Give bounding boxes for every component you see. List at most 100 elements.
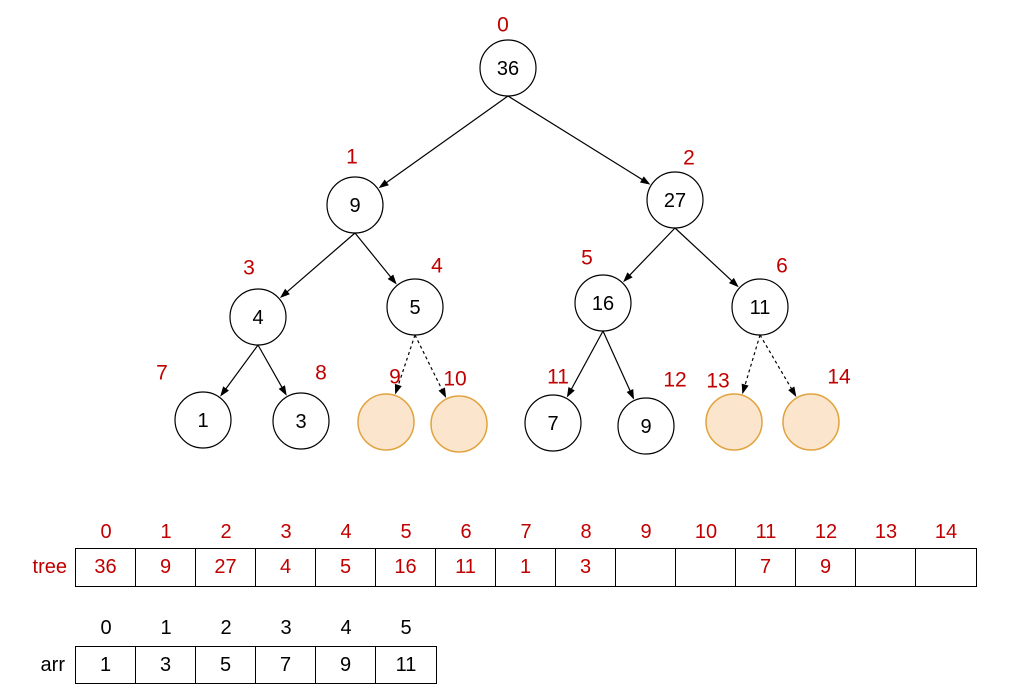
node-index-label: 11: [547, 366, 569, 389]
array-index: 11: [755, 521, 777, 543]
node-index-label: 14: [827, 366, 851, 389]
array-index: 10: [694, 521, 718, 543]
array-cell: [916, 549, 976, 586]
node-value: 4: [252, 307, 263, 329]
node-index-label: 2: [683, 147, 695, 170]
array-index: 4: [340, 617, 352, 639]
array-index: 14: [934, 521, 958, 543]
tree-node: 7: [524, 394, 582, 452]
tree-node: 1: [174, 391, 232, 449]
tree-edge: [220, 344, 259, 397]
array-cell: 11: [395, 654, 417, 676]
array-cell: 3: [556, 549, 616, 586]
tree-edge: [507, 95, 651, 185]
array-index: 3: [280, 617, 292, 639]
tree-node-empty: [705, 393, 763, 451]
tree-node: 9: [617, 397, 675, 455]
node-value: 7: [547, 413, 558, 435]
node-circle: [479, 39, 537, 97]
node-value: 5: [409, 297, 420, 319]
arrowhead-icon: [387, 274, 397, 285]
array-index: 5: [400, 617, 412, 639]
array-index: 6: [460, 521, 472, 543]
tree-edge: [566, 330, 604, 398]
node-circle: [705, 393, 763, 451]
array-index: 0: [100, 617, 112, 639]
tree-node: 16: [574, 274, 632, 332]
tree-edge-dashed: [394, 334, 416, 395]
node-value: 16: [592, 293, 614, 315]
tree-node-empty: [782, 393, 840, 451]
node-value: 9: [640, 416, 651, 438]
arrowhead-icon: [623, 272, 633, 283]
array-cell: [676, 549, 736, 586]
array-index: 12: [814, 521, 838, 543]
node-circle: [646, 171, 704, 229]
node-index-label: 8: [315, 362, 327, 385]
array-cell: 36: [76, 549, 136, 586]
array-index: 5: [400, 521, 412, 543]
tree-edge-dashed: [414, 334, 447, 399]
tree-node: 36: [479, 39, 537, 97]
arrowhead-icon: [639, 176, 651, 185]
array-index: 13: [874, 521, 898, 543]
node-circle: [386, 278, 444, 336]
node-index-label: 9: [389, 366, 401, 389]
array-cell: 9: [796, 549, 856, 586]
node-circle: [574, 274, 632, 332]
arrowhead-icon: [220, 386, 229, 397]
array-cell: 9: [136, 549, 196, 586]
tree-edge-dashed: [759, 334, 797, 397]
node-circle: [272, 392, 330, 450]
tree-node: 11: [731, 278, 789, 336]
tree-edge: [623, 227, 676, 283]
node-index-label: 12: [663, 369, 686, 392]
node-value: 11: [750, 297, 771, 319]
node-circle: [731, 278, 789, 336]
array-cell: 16: [376, 549, 436, 586]
array-index: 9: [640, 521, 652, 543]
node-circle: [617, 397, 675, 455]
arrowhead-icon: [438, 387, 447, 399]
tree-edge: [674, 227, 739, 288]
array-cell: 5: [196, 647, 256, 683]
node-index-label: 0: [497, 14, 509, 37]
tree-edge: [354, 232, 397, 285]
array-cell: [856, 549, 916, 586]
array-index: 7: [520, 521, 532, 543]
tree-edge: [257, 344, 287, 396]
node-circle: [430, 395, 488, 453]
array-index: 4: [340, 521, 352, 543]
array-cell: 3: [136, 647, 196, 683]
array-index: 8: [580, 521, 592, 543]
node-index-label: 10: [443, 368, 466, 391]
node-circle: [174, 391, 232, 449]
array-cell: 11: [436, 549, 496, 586]
array-index: 1: [160, 617, 172, 639]
array-cell: 1: [496, 549, 556, 586]
tree-array-label: tree: [32, 556, 67, 578]
node-index-label: 5: [581, 247, 593, 270]
node-index-label: 7: [156, 362, 168, 385]
tree-edge: [378, 95, 509, 189]
arr-array-label: arr: [40, 654, 65, 676]
arrowhead-icon: [741, 383, 749, 395]
array-cell: 4: [256, 549, 316, 586]
arrowhead-icon: [728, 277, 739, 288]
tree-node: 3: [272, 392, 330, 450]
tree-node: 4: [229, 288, 287, 346]
array-cell: [616, 549, 676, 586]
arrowhead-icon: [626, 388, 635, 400]
node-value: 9: [349, 195, 360, 217]
node-index-label: 6: [776, 255, 788, 278]
node-circle: [357, 393, 415, 451]
tree-node: 9: [326, 176, 384, 234]
tree-node-empty: [430, 395, 488, 453]
array-cell: 5: [316, 549, 376, 586]
array-index: 2: [220, 617, 232, 639]
node-value: 27: [664, 190, 686, 212]
arrowhead-icon: [279, 288, 290, 299]
